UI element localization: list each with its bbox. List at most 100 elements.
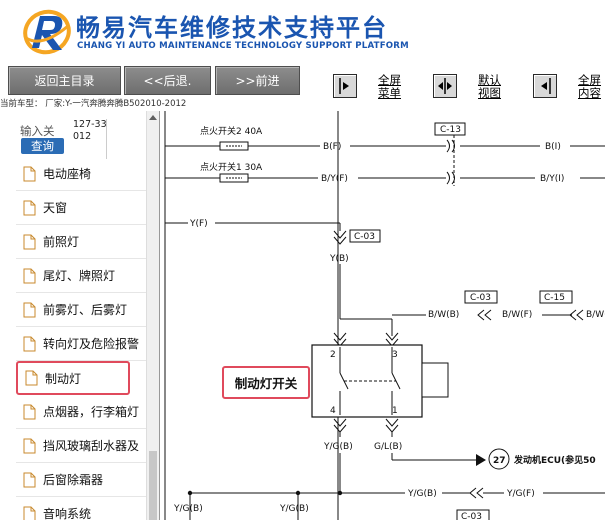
tree-item-label: 天窗: [43, 201, 68, 215]
default-view-button[interactable]: [433, 74, 457, 98]
tree-item[interactable]: 天窗: [16, 191, 146, 225]
wire-label-bf: B(F): [323, 142, 341, 152]
tree-item-label: 后窗除霜器: [43, 473, 104, 487]
wire-junction: [187, 490, 193, 496]
current-car-model: 当前车型： 厂家:Y-一汽奔腾奔腾B502010-2012: [0, 99, 187, 109]
pin-1-label: 1: [392, 406, 398, 416]
wire-label-bwb: B/W(B): [428, 310, 459, 320]
document-icon: [23, 234, 36, 249]
tree-item-label: 音响系统: [43, 507, 92, 520]
pin-4-label: 4: [330, 406, 336, 416]
wire-label-ygb3: Y/G(B): [173, 504, 203, 514]
brake-light-switch-label: 制动灯开关: [222, 366, 310, 399]
sidebar: 输入关 127-33012 查询 电动座椅天窗前照灯尾灯、牌照灯前雾灯、后雾灯转…: [0, 111, 160, 520]
pin-3-label: 3: [392, 350, 398, 360]
tree-item-label: 转向灯及危险报警: [43, 337, 140, 351]
scroll-up-icon[interactable]: [149, 115, 157, 120]
scroll-thumb[interactable]: [149, 451, 157, 520]
wiring-diagram: 点火开关2 40A B(F) B(I) 点火开关1 30A B/Y(F) B/Y…: [160, 111, 605, 520]
document-icon: [23, 404, 36, 419]
tree-item[interactable]: 前照灯: [16, 225, 146, 259]
connector-c03c-label: C-03: [461, 512, 482, 520]
wire-label-ygb2: Y/G(B): [407, 489, 437, 499]
tree-item[interactable]: 挡风玻璃刮水器及: [16, 429, 146, 463]
home-button[interactable]: 返回主目录: [8, 66, 121, 95]
full-menu-button[interactable]: [333, 74, 357, 98]
brake-switch-plug: [421, 362, 449, 398]
wire-label-glb: G/L(B): [374, 442, 402, 452]
document-icon: [23, 200, 36, 215]
query-button[interactable]: 查询: [21, 138, 64, 154]
wire-label-yb: Y(B): [329, 254, 349, 264]
tree-item[interactable]: 电动座椅: [16, 157, 146, 191]
wire-label-bwf: B/W(F): [502, 310, 532, 320]
tree-item[interactable]: 制动灯: [16, 361, 130, 395]
connector-c13-label: C-13: [440, 125, 461, 135]
connector-c13-symbol: [446, 139, 455, 153]
connector-c03b-box: [464, 290, 498, 304]
page-subtitle: CHANG YI AUTO MAINTENANCE TECHNOLOGY SUP…: [77, 41, 409, 51]
search-label: 输入关: [20, 124, 55, 138]
wire-label-ygf: Y/G(F): [506, 489, 535, 499]
pin2-connector-symbol: [333, 332, 347, 347]
connector-c15-box: [539, 290, 573, 304]
wire-label-bi: B(I): [545, 142, 561, 152]
fuse-2-label: 点火开关1 30A: [200, 161, 263, 173]
ecu-ref-circle: [488, 448, 510, 470]
connector-c03-box: [349, 229, 381, 243]
connector-symbol: [469, 487, 484, 499]
wire-junction: [295, 490, 301, 496]
document-icon: [23, 438, 36, 453]
tree-item-label: 前照灯: [43, 235, 80, 249]
wire-label-ygb4: Y/G(B): [279, 504, 309, 514]
tree-item-label: 电动座椅: [43, 167, 92, 181]
full-content-button[interactable]: [533, 74, 557, 98]
search-input[interactable]: 127-33012: [73, 119, 107, 142]
arrow-right-icon: [476, 454, 486, 466]
connector-c03-symbol: [333, 230, 347, 245]
forward-button[interactable]: >>前进: [215, 66, 300, 95]
tree-item[interactable]: 点烟器，行李箱灯: [16, 395, 146, 429]
wire-junction: [337, 490, 343, 496]
tree-item-label: 制动灯: [45, 371, 82, 386]
pin-2-label: 2: [330, 350, 336, 360]
tree-item-label: 点烟器，行李箱灯: [43, 405, 140, 419]
tree-item-label: 挡风玻璃刮水器及: [43, 439, 140, 453]
tree-item[interactable]: 前雾灯、后雾灯: [16, 293, 146, 327]
wiring-diagram-svg: 点火开关2 40A B(F) B(I) 点火开关1 30A B/Y(F) B/Y…: [164, 111, 605, 520]
ecu-ref-number: 27: [493, 456, 506, 466]
tree-item[interactable]: 转向灯及危险报警: [16, 327, 146, 361]
pin4-connector-symbol: [333, 418, 347, 433]
default-view-label-1: 默认: [478, 73, 501, 87]
brand-logo-icon: [23, 9, 71, 55]
full-menu-label-1: 全屏: [378, 73, 401, 87]
pin1-connector-symbol: [385, 418, 399, 433]
full-content-link[interactable]: 全屏 内容: [578, 74, 601, 100]
document-icon: [23, 166, 36, 181]
document-icon: [23, 506, 36, 520]
tree-item[interactable]: 尾灯、牌照灯: [16, 259, 146, 293]
tree-item[interactable]: 后窗除霜器: [16, 463, 146, 497]
ecu-ref-label: 发动机ECU(参见50: [513, 454, 596, 466]
connector-c03b-symbol: [477, 309, 492, 321]
connector-c03-label: C-03: [354, 232, 375, 242]
default-view-label-2: 视图: [478, 86, 501, 100]
full-menu-label-2: 菜单: [378, 86, 401, 100]
fuse-1-label: 点火开关2 40A: [200, 125, 263, 137]
header: 畅易汽车维修技术支持平台 CHANG YI AUTO MAINTENANCE T…: [0, 0, 605, 64]
toolbar: 返回主目录 <<后退. >>前进 全屏 菜单 默认 视图: [0, 64, 605, 100]
full-menu-link[interactable]: 全屏 菜单: [378, 74, 401, 100]
connector-c13-symbol: [446, 171, 455, 185]
page-title: 畅易汽车维修技术支持平台: [76, 14, 388, 42]
connector-c13-box: [434, 122, 466, 136]
connector-c15-label: C-15: [544, 293, 565, 303]
wire-label-ygb: Y/G(B): [323, 442, 353, 452]
document-icon: [23, 268, 36, 283]
tree-item[interactable]: 音响系统: [16, 497, 146, 520]
default-view-link[interactable]: 默认 视图: [478, 74, 501, 100]
back-button[interactable]: <<后退.: [124, 66, 211, 95]
sidebar-scrollbar[interactable]: [146, 111, 159, 520]
document-icon: [23, 302, 36, 317]
tree-item-label: 尾灯、牌照灯: [43, 269, 116, 283]
